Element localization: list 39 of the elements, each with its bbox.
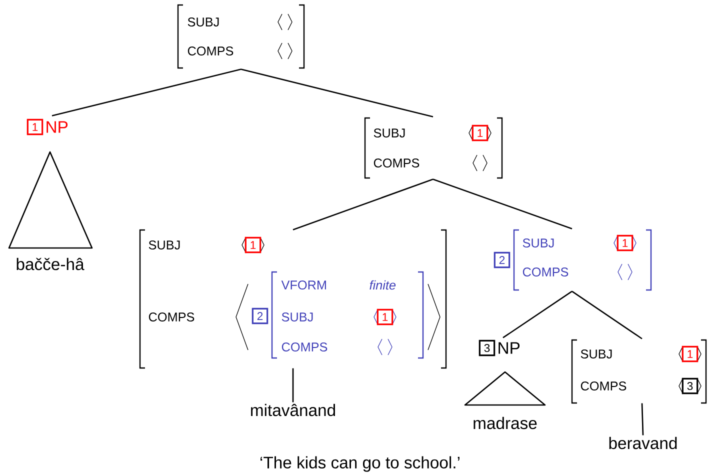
tag-box: 2 xyxy=(494,252,510,268)
tag-box: 1 xyxy=(472,124,488,142)
tag-box: 1 xyxy=(376,308,394,326)
feature-label: SUBJ xyxy=(188,18,219,26)
feature-label: VFORM xyxy=(281,280,326,290)
word: mitavânand xyxy=(251,404,335,416)
tree-branch xyxy=(52,68,242,116)
tag-box: 1 xyxy=(26,118,44,136)
tag-box: 1 xyxy=(682,346,698,362)
feature-label: COMPS xyxy=(282,342,328,352)
feature-label: COMPS xyxy=(188,46,234,56)
tag-box: 3 xyxy=(478,340,496,356)
feature-label: COMPS xyxy=(374,158,420,168)
tag-box: 2 xyxy=(252,308,268,324)
feature-label: COMPS xyxy=(522,268,568,276)
tree-branch xyxy=(432,178,572,230)
tag-box: 1 xyxy=(244,236,262,254)
category-label: NP xyxy=(46,121,68,133)
word: madrase xyxy=(474,416,537,430)
feature-label: SUBJ xyxy=(374,128,405,138)
feature-value: finite xyxy=(370,280,396,290)
feature-label: SUBJ xyxy=(522,238,554,248)
tree-branch xyxy=(502,290,572,338)
tag-box: 1 xyxy=(616,234,634,252)
feature-label: SUBJ xyxy=(580,350,612,358)
word: bačče-hâ xyxy=(16,258,84,270)
category-label: NP xyxy=(498,342,520,354)
tree-branch xyxy=(292,178,434,230)
tree-branch xyxy=(572,290,642,340)
tree-branch xyxy=(240,68,434,118)
feature-label: COMPS xyxy=(580,382,626,390)
feature-label: SUBJ xyxy=(148,240,180,250)
word: beravand xyxy=(609,436,677,450)
tag-box: 3 xyxy=(682,378,698,394)
tree-branch xyxy=(641,403,644,436)
tree-branch xyxy=(292,368,294,402)
caption: ‘The kids can go to school.’ xyxy=(260,456,460,472)
feature-label: COMPS xyxy=(148,312,194,322)
feature-label: SUBJ xyxy=(282,312,313,322)
